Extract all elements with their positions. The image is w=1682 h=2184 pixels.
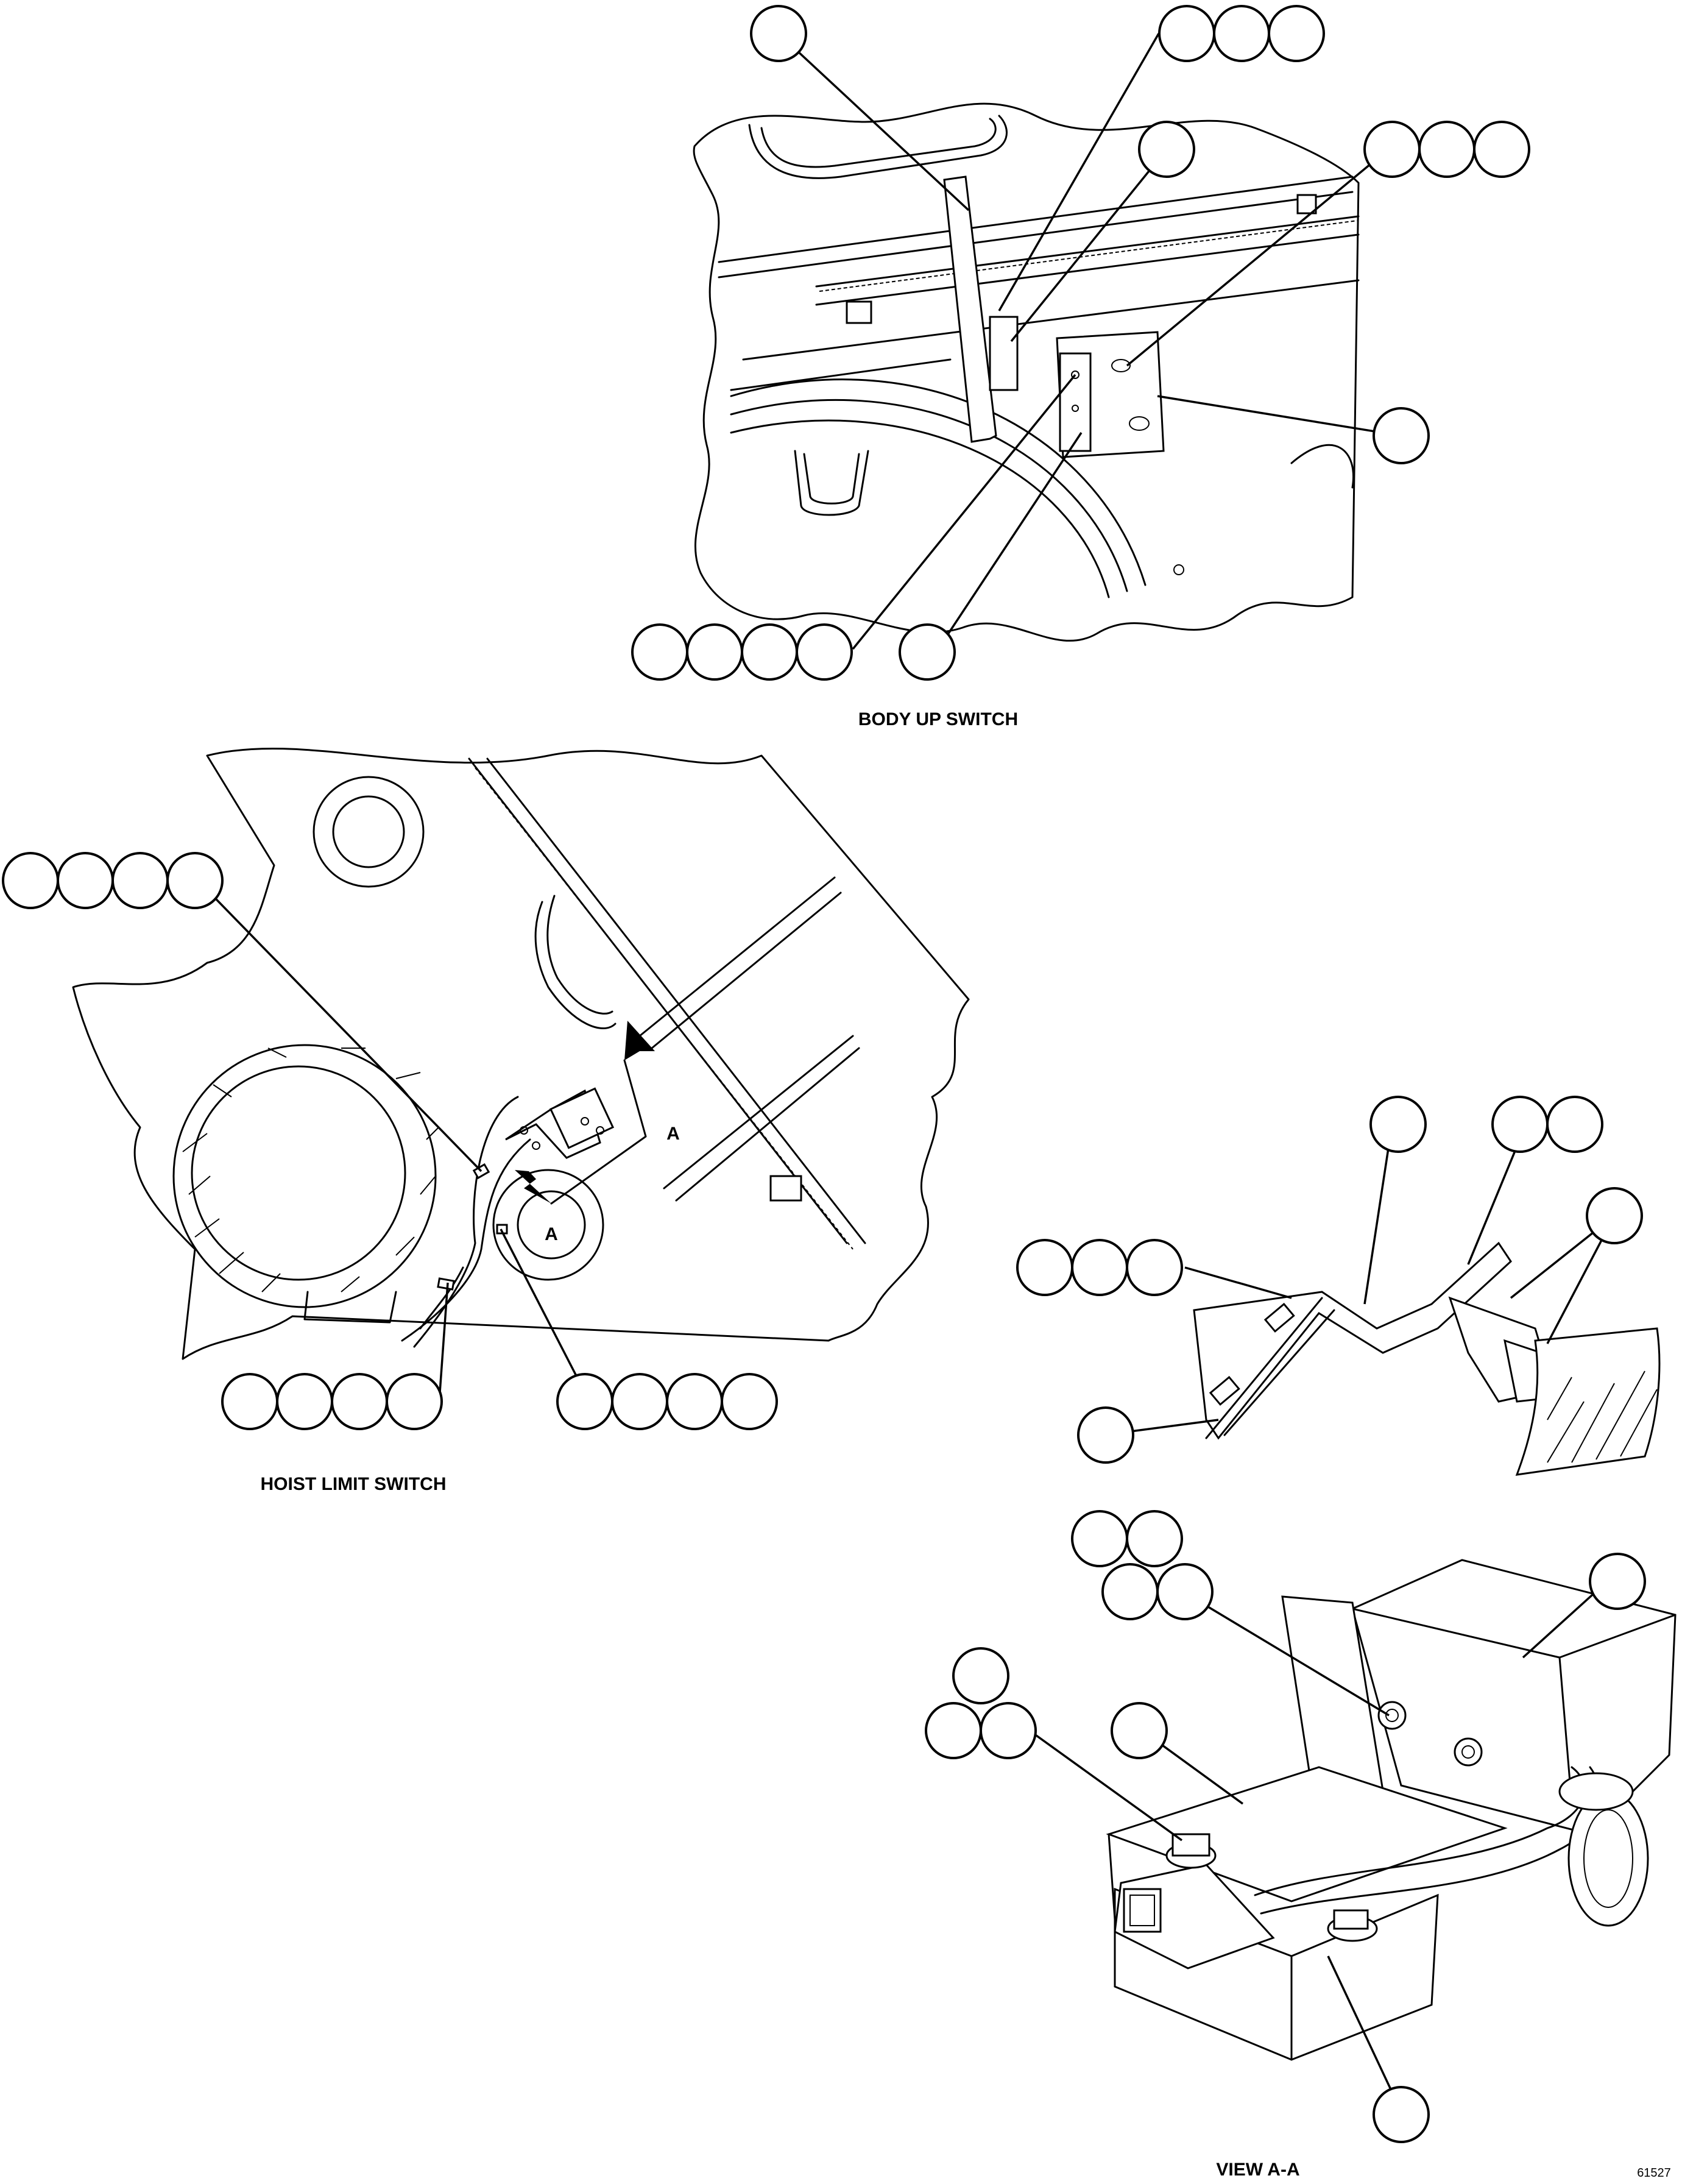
callout-bubble: [1369, 1096, 1427, 1153]
callout-bubble: [666, 1373, 723, 1430]
section-letter-a: A: [666, 1124, 680, 1144]
callout-bubble: [1138, 121, 1195, 178]
callout-bubble: [1126, 1239, 1183, 1296]
callout-bubble: [796, 623, 853, 681]
callout-bubble: [721, 1373, 778, 1430]
callout-bubble: [1016, 1239, 1073, 1296]
callout-bubble: [750, 5, 807, 62]
side-detail-callouts: [1016, 1096, 1643, 1464]
callout-bubble: [686, 623, 743, 681]
callout-bubble: [631, 623, 688, 681]
callout-bubble: [331, 1373, 388, 1430]
callout-bubble: [1111, 1702, 1168, 1759]
body-up-caption: BODY UP SWITCH: [858, 709, 1018, 729]
callout-bubble: [611, 1373, 668, 1430]
hoist-callouts: [2, 852, 778, 1430]
callout-bubble: [741, 623, 798, 681]
callout-bubble: [1268, 5, 1325, 62]
callout-bubble: [1373, 407, 1430, 464]
callout-bubble: [1491, 1096, 1549, 1153]
callout-bubble: [1156, 1563, 1214, 1620]
bracket-side-detail: [1193, 1241, 1661, 1476]
body-up-leaders: [777, 32, 1402, 650]
callout-bubble: [1589, 1553, 1646, 1610]
hoist-leaders: [197, 879, 586, 1393]
callout-bubble: [1071, 1510, 1128, 1567]
callout-bubble: [925, 1702, 982, 1759]
callout-bubble: [556, 1373, 613, 1430]
body-up-break-outline: [693, 102, 1360, 642]
callout-bubble: [276, 1373, 333, 1430]
callout-bubble: [1586, 1187, 1643, 1244]
body-up-switch-view: [693, 102, 1360, 642]
hoist-break-outline: [72, 747, 970, 1360]
callout-bubble: [386, 1373, 443, 1430]
callout-bubble: [221, 1373, 278, 1430]
callout-bubble: [166, 852, 224, 909]
view-aa-caption: VIEW A-A: [1216, 2160, 1299, 2180]
body-up-callouts: [631, 5, 1530, 681]
callout-bubble: [1101, 1563, 1159, 1620]
callout-bubble: [111, 852, 169, 909]
hoist-limit-switch-view: A A: [72, 747, 970, 1360]
callout-bubble: [1126, 1510, 1183, 1567]
callout-bubble: [899, 623, 956, 681]
callout-bubble: [1071, 1239, 1128, 1296]
hoist-caption: HOIST LIMIT SWITCH: [261, 1474, 447, 1494]
drawing-number: 61527: [1637, 2166, 1671, 2180]
callout-bubble: [980, 1702, 1037, 1759]
callout-bubble: [1213, 5, 1270, 62]
view-aa-detail: [1106, 1559, 1677, 2061]
callout-bubble: [1363, 121, 1421, 178]
callout-bubble: [1158, 5, 1215, 62]
callout-bubble: [2, 852, 59, 909]
callout-bubble: [952, 1647, 1009, 1704]
callout-bubble: [1546, 1096, 1603, 1153]
callout-bubble: [1077, 1406, 1134, 1464]
section-letter-a: A: [545, 1224, 558, 1244]
callout-bubble: [1373, 2086, 1430, 2143]
callout-bubble: [57, 852, 114, 909]
callout-bubble: [1473, 121, 1530, 178]
callout-bubble: [1418, 121, 1475, 178]
view-aa-callouts: [925, 1510, 1646, 2143]
